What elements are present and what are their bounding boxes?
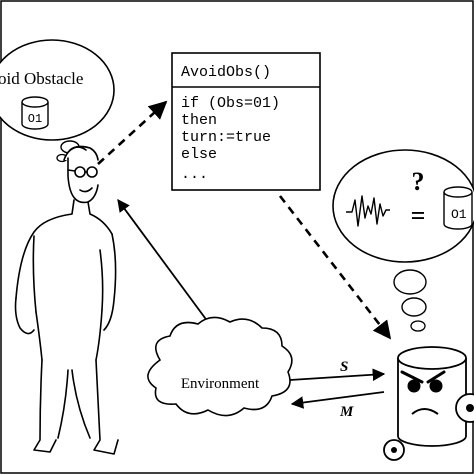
sense-label: S: [340, 359, 348, 375]
question-mark: ?: [412, 167, 425, 196]
robot-wheel-icon: [383, 439, 405, 461]
sense-arrow: [289, 368, 386, 382]
robot-cylinder-label: O1: [451, 207, 467, 222]
robot-figure: [383, 346, 474, 461]
code-line-2: then: [181, 112, 217, 129]
robot-mouth-icon: [411, 408, 439, 415]
robot-wheel-icon: [455, 393, 474, 423]
code-line-3: turn:=true: [181, 129, 271, 146]
database-cylinder-icon: [21, 96, 49, 130]
robot-thought-bubble: ? = O1: [332, 149, 474, 332]
human-figure: [14, 145, 119, 455]
human-thought-bubble: oid Obstacle O1: [0, 39, 115, 163]
code-line-1: if (Obs=01): [181, 95, 280, 112]
human-cylinder-label: O1: [28, 112, 42, 126]
dashed-arrow-to-code: [97, 100, 168, 165]
motor-arrow: [290, 391, 385, 409]
code-line-4: else: [181, 146, 217, 163]
human-goal-label: oid Obstacle: [0, 69, 83, 88]
dashed-arrow-to-robot: [278, 195, 392, 340]
equals-sign: =: [411, 201, 426, 230]
robot-eyes-icon: [400, 370, 446, 393]
motor-label: M: [339, 404, 354, 420]
code-box: AvoidObs() if (Obs=01) then turn:=true e…: [171, 52, 321, 191]
code-box-header: AvoidObs(): [181, 64, 271, 81]
environment-cloud: Environment: [147, 316, 293, 417]
environment-label: Environment: [181, 376, 260, 392]
database-cylinder-icon: [443, 186, 473, 230]
sensor-signal-icon: [346, 195, 390, 227]
code-line-5: ...: [181, 166, 208, 183]
perception-arrow: [117, 198, 209, 323]
